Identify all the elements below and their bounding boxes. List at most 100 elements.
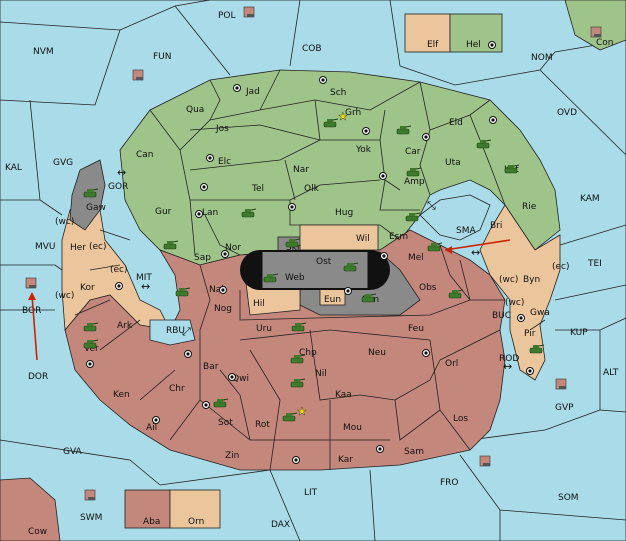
label-kar: Kar — [338, 455, 353, 465]
label-esm: Esm — [389, 232, 408, 242]
tank-icon — [290, 378, 306, 388]
ship-icon — [243, 6, 255, 18]
label-sma: SMA — [456, 226, 476, 236]
label-rot: Rot — [255, 420, 270, 430]
label-yok: Yok — [355, 145, 372, 155]
label-sch: Sch — [330, 88, 346, 98]
ship-icon — [132, 69, 144, 81]
label-kup: KUP — [570, 328, 588, 338]
label-chr: Chr — [169, 384, 185, 394]
strait-arrow-icon: ↔ — [471, 246, 480, 259]
label-eun: Eun — [324, 295, 341, 305]
label-byn: Byn — [523, 275, 540, 285]
label-kal: KAL — [5, 163, 22, 173]
label-tel: Tel — [251, 184, 264, 194]
label-mvu: MVU — [35, 242, 56, 252]
label-zin: Zin — [225, 451, 239, 461]
label-eld: Eld — [449, 118, 463, 128]
lake-rbu — [149, 319, 196, 346]
label-ovd: OVD — [557, 108, 577, 118]
label-jos: Jos — [215, 124, 229, 134]
tank-icon — [448, 289, 464, 299]
region-elf — [404, 13, 451, 53]
region-wil — [299, 224, 379, 251]
label-rod: ROD — [499, 354, 519, 364]
label-bar: Bar — [203, 362, 219, 372]
label-ark: Ark — [117, 321, 133, 331]
label-nil: Nil — [315, 369, 327, 379]
label-gwa: Gwa — [530, 308, 550, 318]
tank-icon — [291, 322, 307, 332]
label-olk: Olk — [304, 184, 320, 194]
tank-icon — [361, 293, 377, 303]
label-mel: Mel — [408, 253, 424, 263]
tank-icon — [263, 273, 279, 283]
tank-icon — [282, 412, 298, 422]
label-dax: DAX — [271, 520, 290, 530]
ship-icon — [590, 26, 602, 38]
label-pir: Pir — [524, 329, 536, 339]
label-nar: Nar — [293, 165, 309, 175]
ship-icon — [25, 277, 37, 289]
label-gvp: GVP — [555, 403, 574, 413]
lake-sma — [419, 194, 491, 241]
tank-icon — [290, 354, 306, 364]
label-kor: Kor — [80, 283, 95, 293]
label-los: Los — [453, 414, 468, 424]
label-cow: Cow — [28, 527, 47, 537]
tank-icon — [285, 238, 301, 248]
label-rbu: RBU — [166, 326, 185, 336]
label-can: Can — [136, 150, 154, 160]
region-cow — [0, 477, 61, 541]
tank-icon — [476, 139, 492, 149]
label-hel: Hel — [466, 40, 481, 50]
north-islands — [404, 0, 626, 53]
label-gvg: GVG — [53, 158, 73, 168]
move-arrows — [28, 239, 511, 361]
label-nog: Nog — [214, 304, 232, 314]
tank-icon — [427, 242, 443, 252]
tank-icon — [504, 164, 520, 174]
south-islands — [0, 477, 221, 541]
strait-arrow-icon: ↔ — [117, 166, 126, 179]
label-fun: FUN — [153, 52, 172, 62]
label-nom: NOM — [531, 53, 553, 63]
label-nvm: NVM — [33, 47, 54, 57]
strait-arrow-icon: ⤡ — [427, 199, 436, 212]
region-aba — [124, 489, 171, 529]
label-wil: Wil — [356, 234, 370, 244]
tank-icon — [163, 240, 179, 250]
label-kam: KAM — [580, 194, 600, 204]
label-ost: Ost — [316, 257, 332, 267]
tank-icon — [529, 344, 545, 354]
label-feu: Feu — [408, 324, 424, 334]
label-gaw: Gaw — [86, 203, 106, 213]
coast-label: (ec) — [552, 262, 570, 272]
label-tei: TEI — [587, 259, 602, 269]
label-mou: Mou — [343, 423, 362, 433]
label-lit: LIT — [304, 488, 318, 498]
region-con — [564, 0, 626, 51]
yellow-star-icon: ★ — [297, 405, 307, 418]
label-con: Con — [596, 38, 614, 48]
label-sap: Sap — [194, 253, 211, 263]
label-hil: Hil — [253, 299, 265, 309]
tank-icon — [323, 118, 339, 128]
strait-arrow-icon: ↔ — [503, 360, 512, 373]
label-pol: POL — [218, 11, 236, 21]
label-car: Car — [405, 147, 421, 157]
label-gva: GVA — [63, 447, 83, 457]
coast-label: (wc) — [55, 291, 74, 301]
tank-icon — [83, 339, 99, 349]
strait-arrow-icon: ⤢ — [182, 325, 191, 338]
label-qwi: Qwi — [232, 374, 249, 384]
strait-arrow-icon: ↔ — [141, 280, 150, 293]
label-web: Web — [285, 273, 305, 283]
label-skr: Skr — [286, 243, 301, 253]
label-qua: Qua — [186, 105, 204, 115]
tank-icon — [241, 208, 257, 218]
label-hug: Hug — [335, 208, 353, 218]
label-kaa: Kaa — [335, 390, 352, 400]
